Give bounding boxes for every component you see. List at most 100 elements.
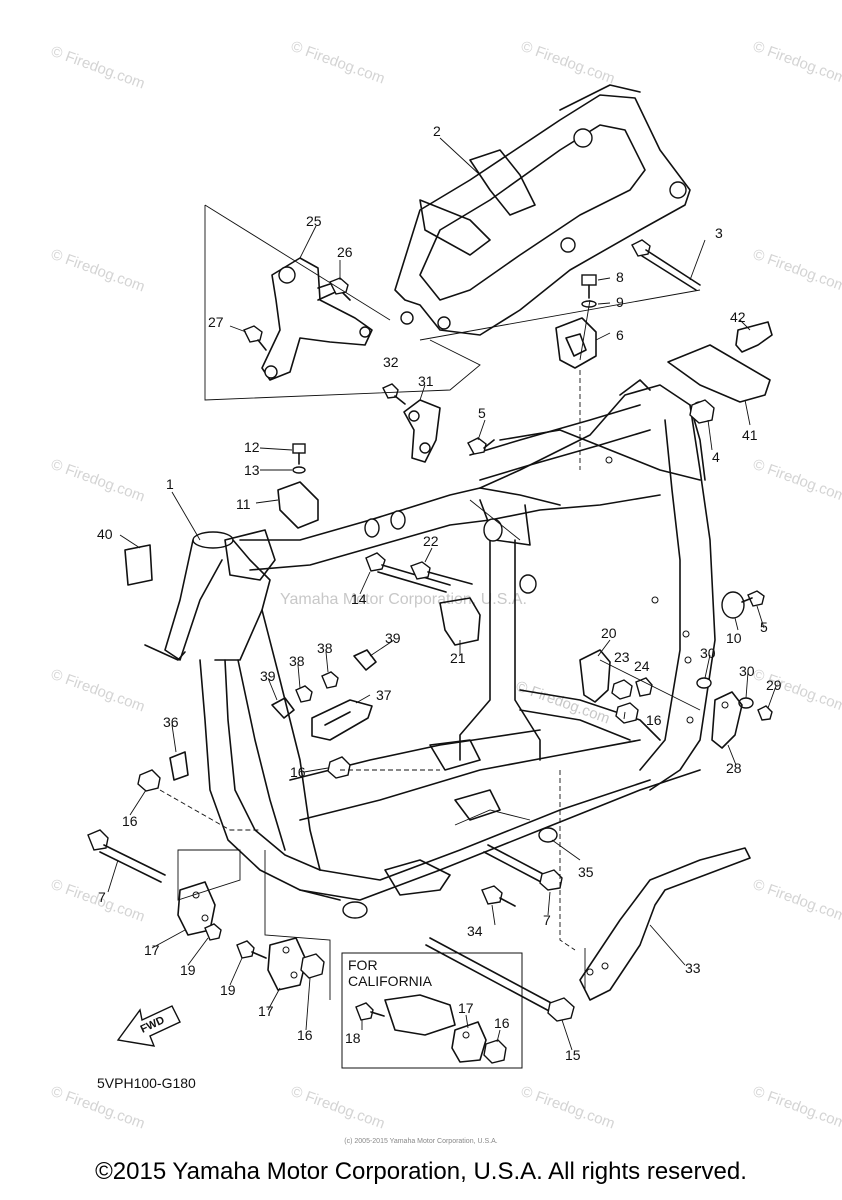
rear-bracket-part-33 bbox=[579, 847, 751, 1001]
callout-label: 17 bbox=[458, 1000, 474, 1016]
plate-part-40 bbox=[124, 544, 153, 586]
svg-text:© Firedog.com: © Firedog.com bbox=[49, 246, 147, 296]
callout-label: 19 bbox=[220, 982, 236, 998]
svg-text:© Firedog.com: © Firedog.com bbox=[751, 38, 842, 88]
callout-label: 31 bbox=[418, 373, 434, 389]
callout-label: 30 bbox=[700, 645, 716, 661]
watermark: © Firedog.com bbox=[49, 43, 147, 93]
watermark: © Firedog.com bbox=[289, 1083, 387, 1133]
callout-label: 39 bbox=[385, 630, 401, 646]
callout-label: 5 bbox=[760, 619, 768, 635]
callout-label: 10 bbox=[726, 630, 742, 646]
callout-label: 7 bbox=[98, 889, 106, 905]
california-box-title: FOR bbox=[348, 957, 378, 973]
callout-label: 26 bbox=[337, 244, 353, 260]
callout-label: 17 bbox=[144, 942, 160, 958]
callout-label: 27 bbox=[208, 314, 224, 330]
callout-label: 16 bbox=[290, 764, 306, 780]
svg-text:© Firedog.com: © Firedog.com bbox=[49, 43, 147, 93]
bracket-part-37 bbox=[311, 699, 373, 741]
watermark: © Firedog.com bbox=[519, 1083, 617, 1133]
nut-part-16-mid-right bbox=[615, 702, 639, 724]
svg-text:© Firedog.com: © Firedog.com bbox=[751, 456, 842, 506]
watermark: © Firedog.com bbox=[751, 876, 842, 926]
bolt-part-34 bbox=[481, 885, 516, 907]
svg-text:© Firedog.com: © Firedog.com bbox=[751, 246, 842, 296]
callout-label: 25 bbox=[306, 213, 322, 229]
nut-part-23 bbox=[611, 679, 633, 700]
diagram-code: 5VPH100-G180 bbox=[97, 1075, 196, 1091]
bolt-part-26 bbox=[317, 277, 349, 295]
clip-part-42 bbox=[735, 321, 773, 353]
svg-text:© Firedog.com: © Firedog.com bbox=[519, 38, 617, 88]
collar-part-35 bbox=[538, 827, 558, 843]
bolt-part-5-upper bbox=[467, 437, 495, 455]
bolt-part-19-left bbox=[204, 923, 222, 941]
rear-frame-part-2 bbox=[394, 84, 691, 336]
callout-label: 28 bbox=[726, 760, 742, 776]
long-bolt-part-15 bbox=[425, 937, 575, 1022]
watermark: © Firedog.com bbox=[289, 38, 387, 88]
callout-label: 6 bbox=[616, 327, 624, 343]
forward-direction-arrow: FWD bbox=[116, 1005, 181, 1047]
callout-leaders bbox=[107, 137, 777, 1051]
bolts-part-38 bbox=[295, 671, 339, 703]
callout-labels: 1 2 3 4 5 5 6 7 7 8 9 10 11 12 13 14 15 … bbox=[97, 123, 782, 1063]
nut-part-16-lower bbox=[300, 953, 325, 979]
bolt-part-8 bbox=[581, 274, 597, 299]
callout-label: 16 bbox=[297, 1027, 313, 1043]
bolt-part-27 bbox=[243, 325, 267, 351]
nut-part-16-center bbox=[327, 756, 351, 779]
bracket-part-20 bbox=[579, 649, 611, 703]
nut-part-4 bbox=[689, 399, 715, 424]
tiny-print: (c) 2005-2015 Yamaha Motor Corporation, … bbox=[344, 1138, 498, 1145]
callout-label: 8 bbox=[616, 269, 624, 285]
callout-label: 33 bbox=[685, 960, 701, 976]
callout-label: 9 bbox=[616, 294, 624, 310]
callout-label: 16 bbox=[122, 813, 138, 829]
callout-label: 16 bbox=[494, 1015, 510, 1031]
callout-label: 5 bbox=[478, 405, 486, 421]
bracket-part-21 bbox=[439, 597, 481, 646]
bracket-part-28 bbox=[711, 691, 743, 749]
callout-label: 38 bbox=[289, 653, 305, 669]
bolt-part-32 bbox=[382, 383, 406, 405]
callout-label: 4 bbox=[712, 449, 720, 465]
callout-label: 20 bbox=[601, 625, 617, 641]
callout-label: 22 bbox=[423, 533, 439, 549]
callout-label: 3 bbox=[715, 225, 723, 241]
long-bolt-part-3 bbox=[631, 239, 701, 291]
copyright-footer: ©2015 Yamaha Motor Corporation, U.S.A. A… bbox=[95, 1158, 747, 1185]
svg-text:© Firedog.com: © Firedog.com bbox=[289, 38, 387, 88]
callout-label: 42 bbox=[730, 309, 746, 325]
bracket-part-6 bbox=[555, 317, 597, 369]
bolt-part-24 bbox=[635, 677, 653, 697]
cap-part-10 bbox=[721, 591, 745, 619]
callout-label: 11 bbox=[236, 496, 251, 512]
main-frame-part-1 bbox=[144, 379, 716, 919]
callout-label: 15 bbox=[565, 1047, 581, 1063]
bracket-part-11 bbox=[277, 481, 319, 529]
california-box-title: CALIFORNIA bbox=[348, 973, 433, 989]
callout-label: 37 bbox=[376, 687, 392, 703]
callout-label: 14 bbox=[351, 591, 367, 607]
callout-label: 23 bbox=[614, 649, 630, 665]
callout-label: 35 bbox=[578, 864, 594, 880]
callout-label: 29 bbox=[766, 677, 782, 693]
svg-text:© Firedog.com: © Firedog.com bbox=[751, 876, 842, 926]
washer-part-13 bbox=[292, 466, 306, 474]
svg-text:© Firedog.com: © Firedog.com bbox=[519, 1083, 617, 1133]
callout-label: 30 bbox=[739, 663, 755, 679]
watermark: © Firedog.com bbox=[751, 456, 842, 506]
callout-label: 17 bbox=[258, 1003, 274, 1019]
callout-label: 34 bbox=[467, 923, 483, 939]
long-bolt-part-7-right bbox=[483, 844, 563, 891]
watermark: © Firedog.com bbox=[751, 38, 842, 88]
watermark-layer: © Firedog.com © Firedog.com © Firedog.co… bbox=[49, 38, 842, 1133]
callout-label: 13 bbox=[244, 462, 260, 478]
watermark: © Firedog.com bbox=[49, 666, 147, 716]
callout-label: 1 bbox=[166, 476, 174, 492]
plate-part-36 bbox=[169, 751, 189, 781]
bolt-part-22 bbox=[410, 561, 473, 585]
